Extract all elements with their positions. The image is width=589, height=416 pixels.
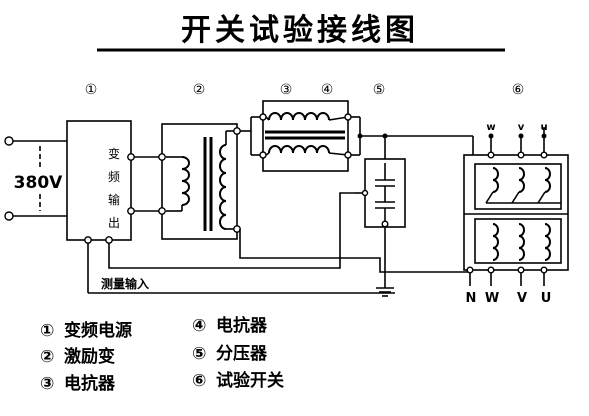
freq-box-text-1: 变 (108, 146, 120, 161)
marker-3: ③ (280, 82, 293, 98)
frequency-converter: 变 频 输 出 (66, 120, 135, 244)
legend-marker-2: ② (40, 347, 54, 367)
input-terminal-top (4, 136, 14, 146)
legend-label-1: 变频电源 (64, 320, 132, 341)
marker-4: ④ (321, 82, 334, 98)
voltage-divider (355, 136, 406, 297)
legend-marker-1: ① (40, 321, 54, 341)
reactors (250, 100, 361, 172)
excitation-transformer (158, 123, 241, 240)
marker-2: ② (193, 82, 206, 98)
freq-box-text-4: 出 (108, 216, 120, 230)
marker-6: ⑥ (512, 82, 525, 98)
phase-bottom-n: N (466, 291, 477, 306)
legend-label-4: 电抗器 (216, 315, 268, 336)
phase-bottom-w: W (485, 291, 499, 306)
voltage-label: 380V (14, 173, 63, 193)
legend-label-5: 分压器 (216, 344, 268, 364)
legend-label-6: 试验开关 (216, 370, 284, 391)
phase-top-w: w (486, 122, 495, 133)
phase-top-v: v (518, 122, 525, 133)
legend-label-2: 激励变 (64, 346, 115, 367)
legend: ① 变频电源 ② 激励变 ③ 电抗器 ④ 电抗器 ⑤ 分压器 ⑥ 试验开关 (40, 315, 284, 394)
legend-marker-5: ⑤ (192, 344, 206, 364)
legend-marker-3: ③ (40, 374, 54, 394)
marker-5: ⑤ (373, 82, 386, 98)
freq-box-text-3: 输 (108, 192, 120, 207)
phase-bottom-v: V (517, 291, 527, 306)
power-input: 380V (4, 136, 67, 221)
measure-label: 测量输入 (101, 276, 149, 291)
legend-marker-4: ④ (192, 316, 206, 336)
test-switch: w v u N W (463, 122, 569, 306)
marker-1: ① (85, 82, 98, 98)
diagram-title: 开关试验接线图 (181, 13, 419, 48)
legend-marker-6: ⑥ (192, 371, 206, 391)
phase-bottom-u: U (541, 291, 552, 306)
legend-label-3: 电抗器 (64, 373, 116, 394)
input-terminal-bottom (4, 211, 14, 221)
freq-box-text-2: 频 (108, 170, 120, 184)
